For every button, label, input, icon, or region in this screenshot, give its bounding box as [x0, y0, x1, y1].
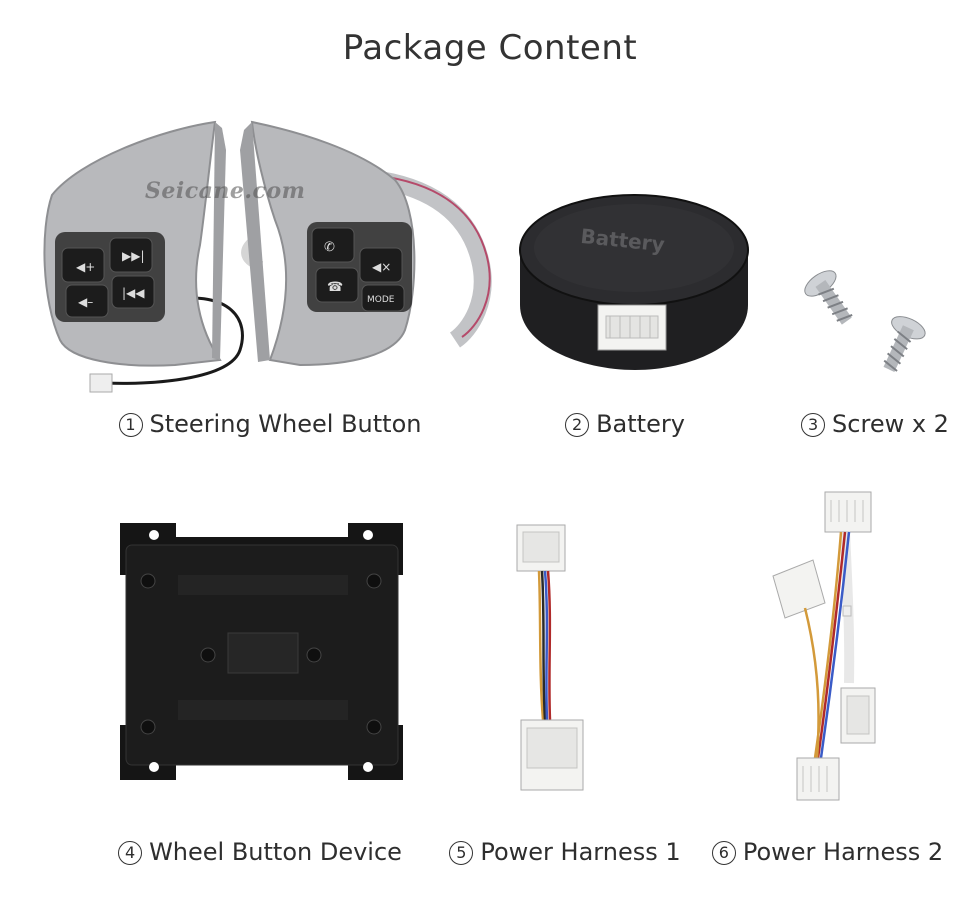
control-box-image — [120, 523, 403, 780]
battery-image: Battery — [519, 194, 749, 370]
caption-label: Wheel Button Device — [149, 838, 402, 866]
number-badge: 1 — [118, 413, 143, 437]
page-title: Package Content — [342, 28, 638, 68]
number-badge: 4 — [118, 841, 143, 865]
harness-1-image — [516, 524, 584, 791]
number-badge: 3 — [801, 413, 826, 437]
number-badge: 2 — [565, 413, 590, 437]
number-badge: 5 — [449, 841, 474, 865]
svg-text:☎: ☎ — [327, 280, 343, 295]
svg-text:◀–: ◀– — [78, 295, 93, 309]
caption-label: Power Harness 2 — [742, 838, 944, 866]
svg-text:◀+: ◀+ — [76, 260, 95, 274]
screws-image — [804, 270, 926, 372]
svg-text:▶▶|: ▶▶| — [122, 249, 145, 263]
mode-button-label: MODE — [367, 295, 395, 305]
harness-2-image — [772, 491, 876, 801]
caption-label: Power Harness 1 — [480, 838, 681, 866]
caption-label: Battery — [596, 410, 685, 438]
svg-text:|◀◀: |◀◀ — [122, 286, 145, 300]
svg-text:◀×: ◀× — [372, 260, 391, 274]
watermark: Seicane.com — [145, 178, 306, 204]
caption-label: Steering Wheel Button — [149, 410, 422, 438]
svg-text:✆: ✆ — [324, 240, 335, 255]
number-badge: 6 — [711, 841, 736, 865]
caption-label: Screw x 2 — [832, 410, 949, 438]
